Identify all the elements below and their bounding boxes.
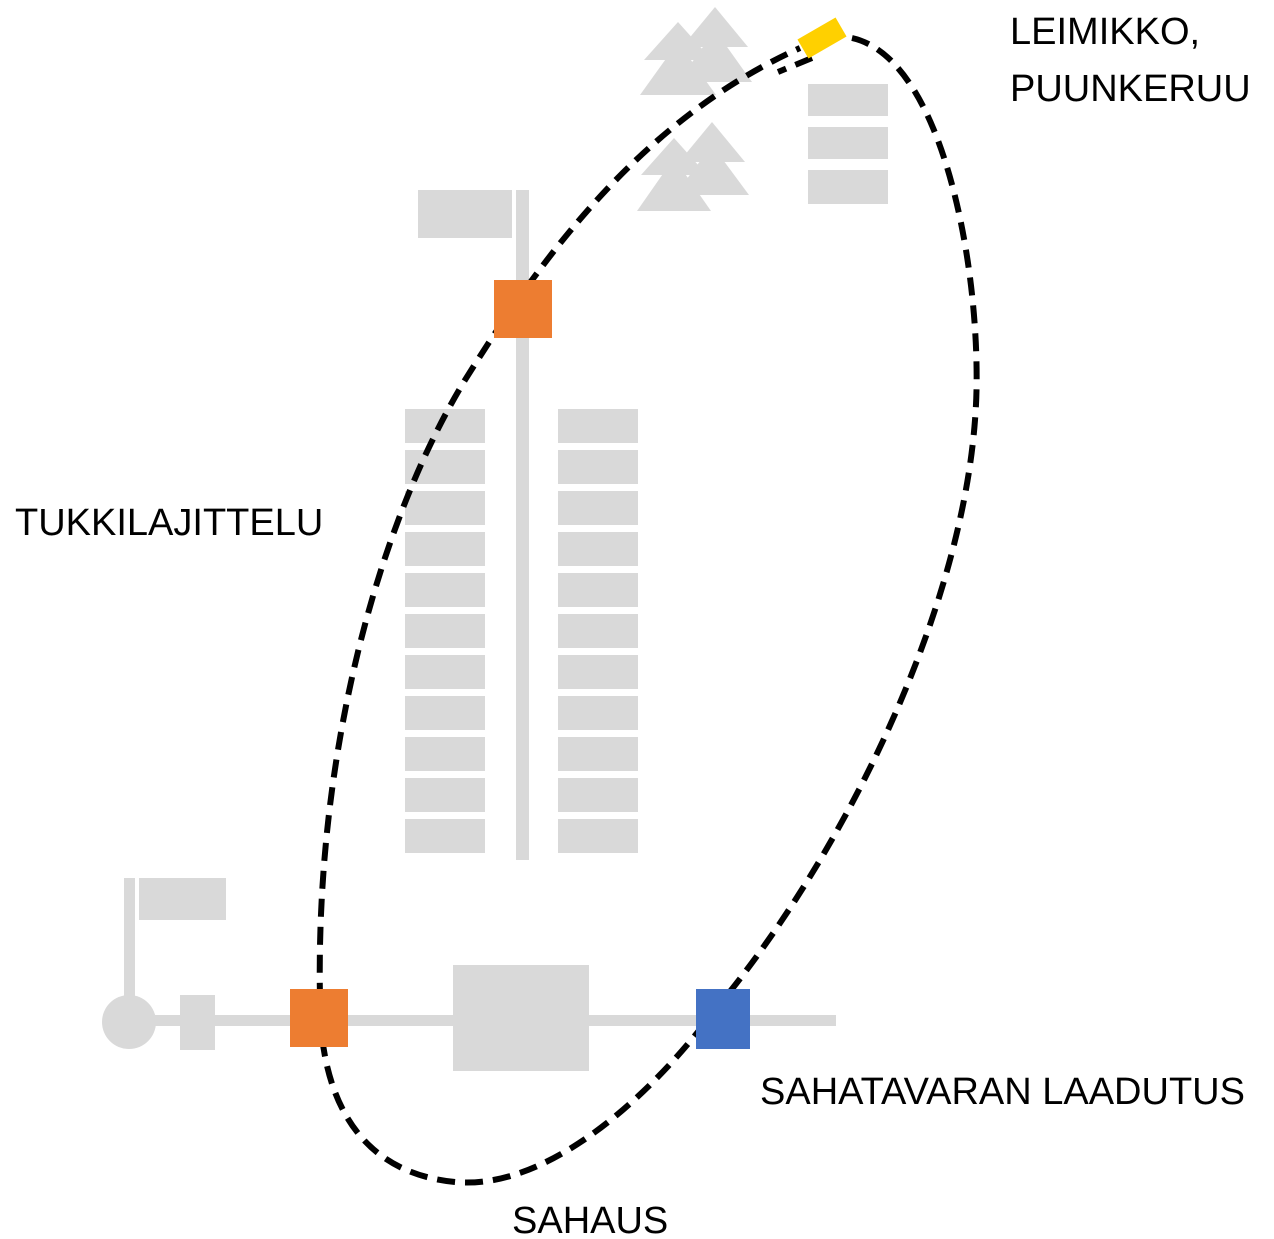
sorting-bin	[405, 819, 485, 853]
sorting-bin	[405, 491, 485, 525]
process-loop-path	[316, 35, 980, 1186]
sorting-bins-right	[558, 409, 638, 853]
sorting-bin	[558, 491, 638, 525]
sorting-bin	[405, 573, 485, 607]
sorting-station-building	[418, 190, 512, 238]
label-tukkilajittelu: TUKKILAJITTELU	[15, 502, 323, 544]
sawmill-sign	[139, 878, 226, 920]
checkpoint-lumber-grading	[696, 989, 750, 1049]
tree-icon	[675, 122, 749, 195]
sorting-bin	[558, 532, 638, 566]
sorting-bin	[558, 409, 638, 443]
sorting-bin	[558, 573, 638, 607]
sorting-bin	[558, 737, 638, 771]
checkpoint-log-sorting	[494, 280, 552, 338]
sorting-bin	[558, 778, 638, 812]
sorting-bin	[558, 655, 638, 689]
forest-log-stacks	[808, 84, 888, 204]
tree-icon	[678, 7, 752, 82]
process-loop	[316, 35, 980, 1186]
saw-building	[453, 965, 589, 1071]
sawmill-post	[124, 878, 135, 1000]
sorting-bin	[405, 532, 485, 566]
sorting-bin	[558, 450, 638, 484]
sorting-bin	[558, 819, 638, 853]
checkpoint-sawing	[290, 989, 348, 1047]
sorting-bin	[405, 614, 485, 648]
label-sahaus: SAHAUS	[512, 1200, 668, 1239]
harvester-tail-dash	[776, 55, 814, 75]
sorting-bin	[558, 614, 638, 648]
label-sahatavaran-laadutus: SAHATAVARAN LAADUTUS	[760, 1071, 1245, 1113]
sawmill-line	[102, 878, 836, 1071]
debarker-unit	[180, 995, 215, 1050]
harvester-icon	[797, 17, 847, 59]
sorting-bin	[405, 778, 485, 812]
sorting-bin	[405, 737, 485, 771]
forest-trees	[637, 7, 752, 211]
label-leimikko-line2: PUUNKERUU	[1010, 68, 1251, 110]
sorting-conveyor	[516, 190, 529, 860]
tree-icon	[637, 138, 711, 211]
sorting-bin	[405, 655, 485, 689]
sorting-bin	[405, 696, 485, 730]
label-leimikko-line1: LEIMIKKO,	[1010, 11, 1200, 53]
sorting-bin	[558, 696, 638, 730]
